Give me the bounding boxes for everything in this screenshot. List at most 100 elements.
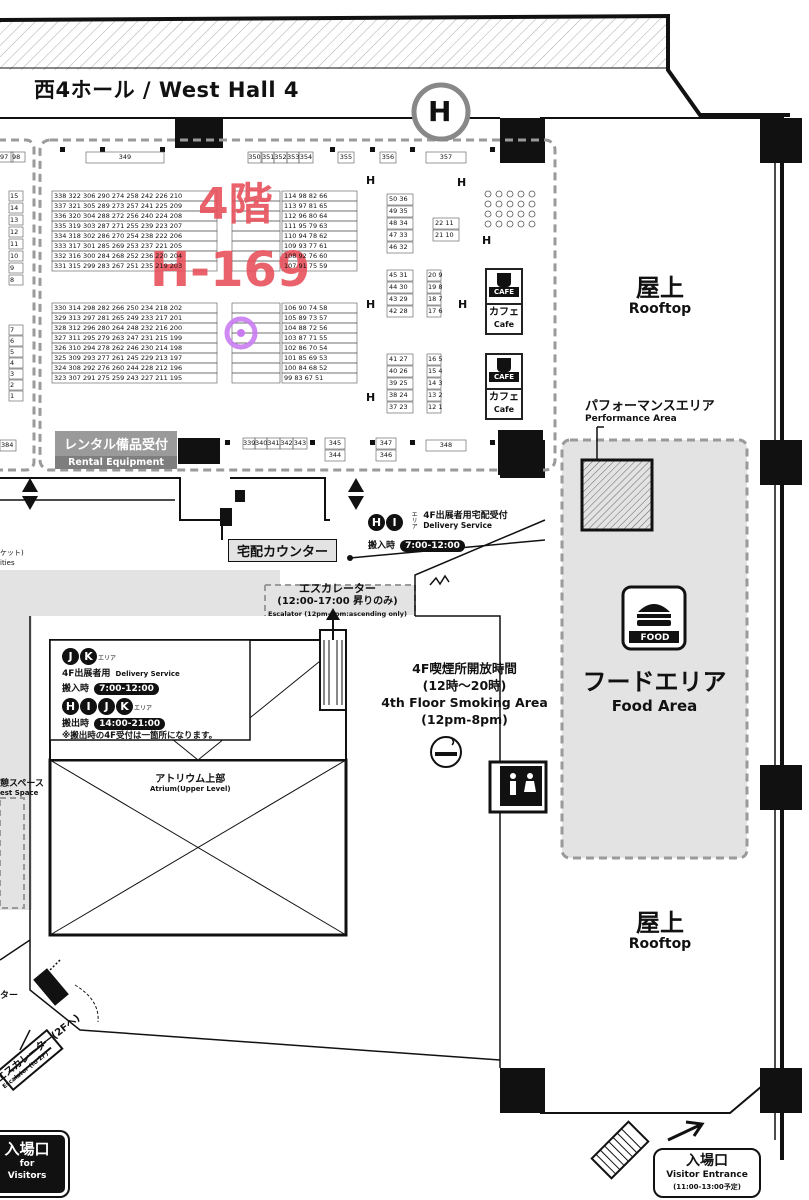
dot-marker (490, 147, 495, 152)
cafe-cup-icon (497, 358, 511, 372)
booth-label: 22 11 (435, 219, 454, 227)
entrance-right[interactable]: 入場口 Visitor Entrance (11:00-13:00予定) (653, 1148, 761, 1198)
rooftop-label-en: Rooftop (628, 936, 692, 952)
booth-cell (231, 372, 281, 384)
booth-cell (386, 293, 414, 306)
booth-cell (426, 365, 442, 378)
booth-label: 331 315 299 283 267 251 235 219 203 (54, 262, 183, 270)
booth-label: 327 311 295 279 263 247 231 215 199 (54, 334, 183, 342)
booth-cell (324, 437, 346, 450)
booth-label: 352 (274, 153, 287, 161)
booth-cell (386, 217, 414, 230)
dot-marker (330, 147, 335, 152)
booth-label: 37 23 (389, 403, 408, 411)
delivery-counter[interactable]: 宅配カウンター (228, 539, 338, 562)
booth-label: 347 (379, 439, 393, 447)
h-area-label: H (366, 391, 376, 404)
table-seat (495, 210, 503, 218)
booth-cell (8, 262, 24, 274)
rest-space-label: 憩スペース est Space (0, 776, 44, 797)
h-area-label: H (366, 174, 376, 187)
booth-cell (281, 260, 358, 272)
booth-cell (432, 217, 460, 230)
left-cut-en: ities (0, 559, 15, 567)
booth-cell (8, 250, 24, 262)
delivery-title: 4F出展者用宅配受付 (423, 511, 508, 521)
booth-label: 5 (10, 348, 15, 356)
rental-equipment-counter[interactable]: レンタル備品受付 Rental Equipment (55, 431, 177, 469)
area-j-badge: J (98, 698, 115, 715)
escalator-time: (12:00-17:00 昇りのみ) (277, 596, 398, 607)
delivery-in-time: 7:00-12:00 (400, 540, 465, 552)
dot-marker (310, 440, 315, 445)
booth-cell (426, 389, 442, 402)
cafe-label-jp: カフェ (489, 307, 519, 318)
booth-label: 337 321 305 289 273 257 241 225 209 (54, 202, 183, 210)
delivery-title-en: Delivery Service (423, 521, 492, 530)
entrance-left-en2: Visitors (7, 1171, 47, 1181)
table-seat (528, 200, 536, 208)
highlight-booth: H-169 (150, 242, 311, 298)
booth-cell (231, 362, 281, 374)
food-label-en: Food Area (611, 697, 698, 715)
performance-stage (580, 458, 654, 532)
booth-cell (8, 190, 24, 202)
booth-label: 20 9 (428, 271, 443, 279)
dot-marker (160, 147, 165, 152)
booth-label: 111 95 79 63 (284, 222, 328, 230)
booth-label: 18 7 (428, 295, 443, 303)
h-marker-label: H (428, 95, 452, 128)
booth-label: 107 91 75 59 (284, 262, 328, 270)
booth-label: 99 83 67 51 (284, 374, 324, 382)
booth-label: 2 (10, 381, 15, 389)
escalator-info: エスカレーター (12:00-17:00 昇りのみ) Escalator (12… (268, 582, 407, 621)
booth-cell (298, 151, 314, 164)
area-tag: エリア (98, 655, 117, 662)
booth-label: 100 84 68 52 (284, 364, 328, 372)
booth-label: 49 35 (389, 207, 408, 215)
booth-label: 101 85 69 53 (284, 354, 328, 362)
jk-title-en: Delivery Service (115, 670, 180, 678)
table-seat (484, 210, 492, 218)
dot-marker (100, 147, 105, 152)
table-seat (517, 220, 525, 228)
jk-out-time: 14:00-21:00 (94, 718, 166, 730)
booth-label: 4 (10, 359, 15, 367)
booth-label: 345 (328, 439, 342, 447)
booth-cell (337, 151, 355, 164)
rental-label-jp: レンタル備品受付 (63, 438, 168, 453)
escalator-en: Escalator (12pm-5pm:ascending only) (268, 610, 407, 618)
table-seat (495, 200, 503, 208)
booth-cell (8, 357, 24, 369)
entrance-left[interactable]: 入場口 for Visitors (0, 1132, 68, 1196)
dot-marker (410, 147, 415, 152)
entrance-right-jp: 入場口 (686, 1153, 728, 1169)
atrium-label-en: Atrium(Upper Level) (150, 785, 231, 793)
cafe-badge: CAFE (489, 287, 519, 297)
atrium-label: アトリウム上部 Atrium(Upper Level) (150, 770, 231, 793)
booth-cell (231, 260, 281, 272)
entrance-right-en: Visitor Entrance (666, 1170, 748, 1180)
booth-cell (426, 353, 442, 366)
dot-marker (225, 440, 230, 445)
booth-label: 333 317 301 285 269 253 237 221 205 (54, 242, 183, 250)
booth-cell (231, 352, 281, 364)
booth-label: 341 (267, 439, 280, 447)
booth-label: 13 (10, 216, 19, 224)
h-area-label: H (457, 176, 467, 189)
area-h-badge: H (62, 698, 79, 715)
top-hatched-band (0, 16, 668, 70)
dot-marker (540, 147, 545, 152)
booth-label: 97 (0, 153, 9, 161)
area-h-badge: H (368, 514, 385, 531)
h-circle-marker (411, 82, 471, 142)
booth-label: 326 310 294 278 262 246 230 214 198 (54, 344, 183, 352)
performance-area-label: パフォーマンスエリア Performance Area (585, 395, 715, 424)
booth-label: 38 24 (389, 391, 408, 399)
booth-label: 346 (379, 451, 393, 459)
booth-label: 17 6 (428, 307, 443, 315)
